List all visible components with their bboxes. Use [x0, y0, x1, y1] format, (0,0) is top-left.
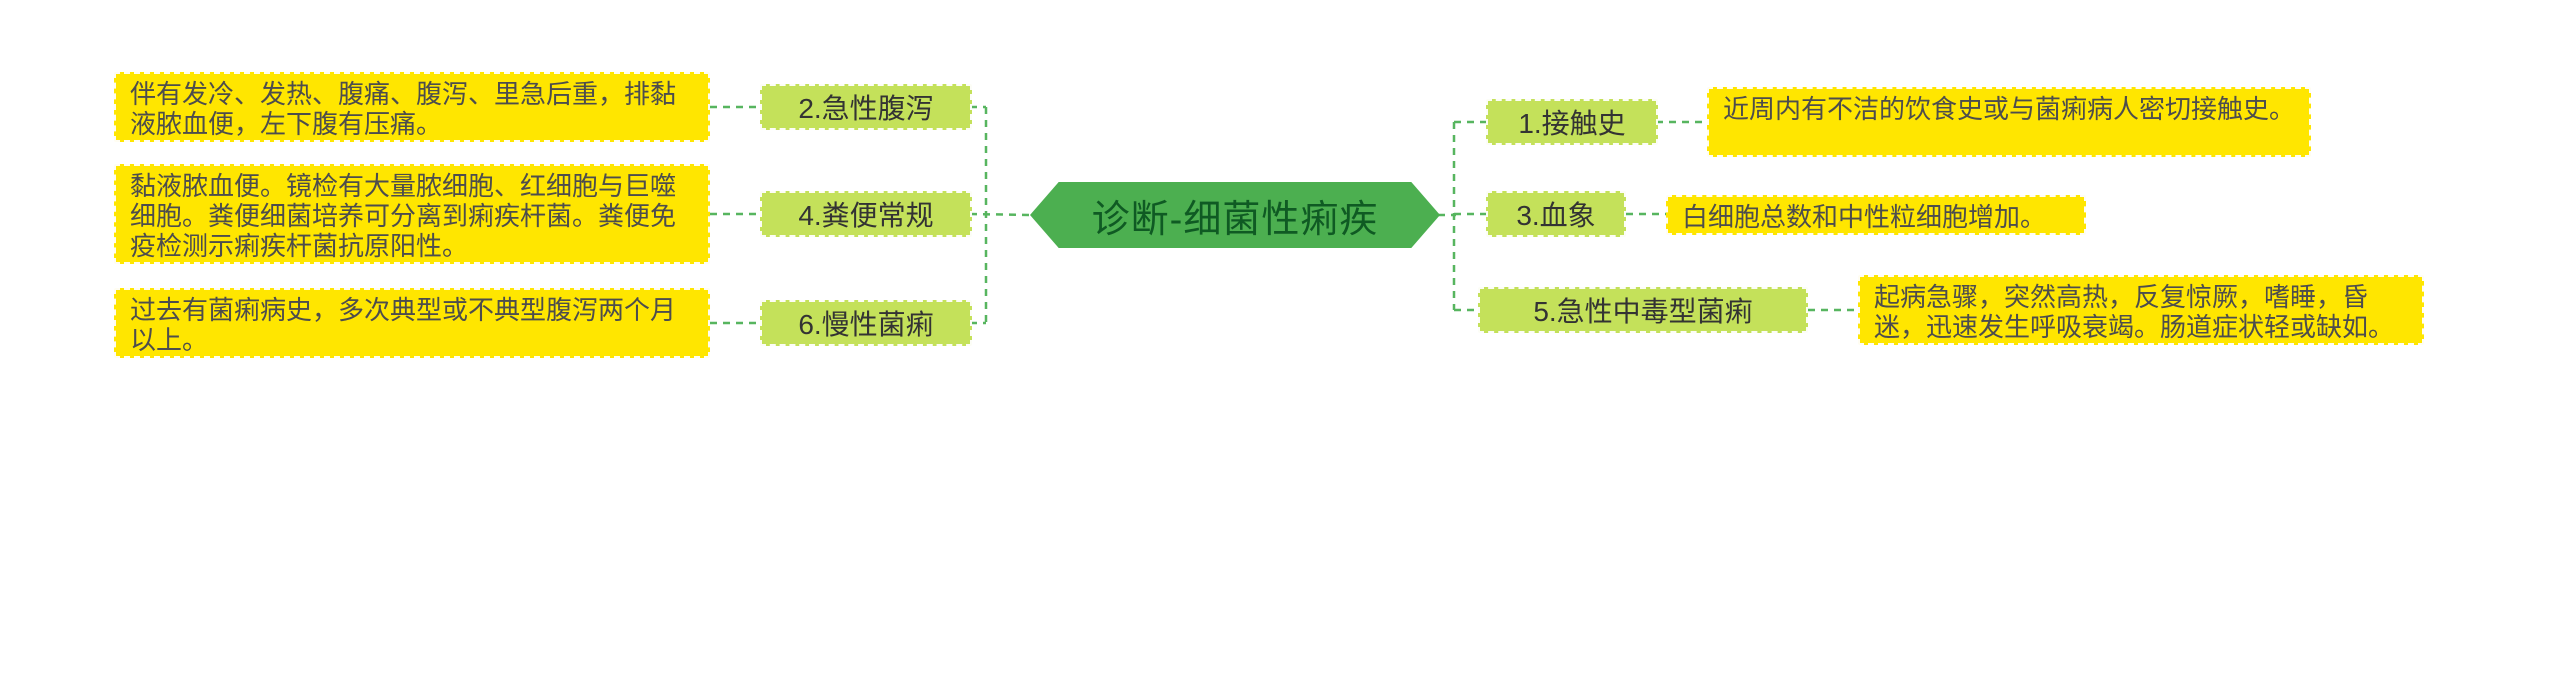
right-branch-detail-0[interactable]: 近周内有不洁的饮食史或与菌痢病人密切接触史。	[1707, 87, 2311, 157]
right-branch-label-2[interactable]: 5.急性中毒型菌痢	[1478, 287, 1808, 333]
connector-line	[969, 212, 1033, 217]
left-branch-detail-0[interactable]: 伴有发冷、发热、腹痛、腹泻、里急后重，排黏液脓血便，左下腹有压痛。	[114, 72, 710, 142]
right-branch-label-0[interactable]: 1.接触史	[1486, 99, 1658, 145]
right-branch-label-1[interactable]: 3.血象	[1486, 191, 1626, 237]
left-branch-label-0[interactable]: 2.急性腹泻	[760, 84, 972, 130]
right-branch-detail-1[interactable]: 白细胞总数和中性粒细胞增加。	[1666, 195, 2086, 235]
left-branch-detail-1[interactable]: 黏液脓血便。镜检有大量脓细胞、红细胞与巨噬细胞。粪便细菌培养可分离到痢疾杆菌。粪…	[114, 164, 710, 264]
left-branch-label-2[interactable]: 6.慢性菌痢	[760, 300, 972, 346]
center-topic[interactable]: 诊断-细菌性痢疾	[1030, 182, 1440, 248]
right-branch-detail-2[interactable]: 起病急骤，突然高热，反复惊厥，嗜睡，昏迷，迅速发生呼吸衰竭。肠道症状轻或缺如。	[1858, 275, 2424, 345]
left-branch-detail-2[interactable]: 过去有菌痢病史，多次典型或不典型腹泻两个月以上。	[114, 288, 710, 358]
left-branch-label-1[interactable]: 4.粪便常规	[760, 191, 972, 237]
